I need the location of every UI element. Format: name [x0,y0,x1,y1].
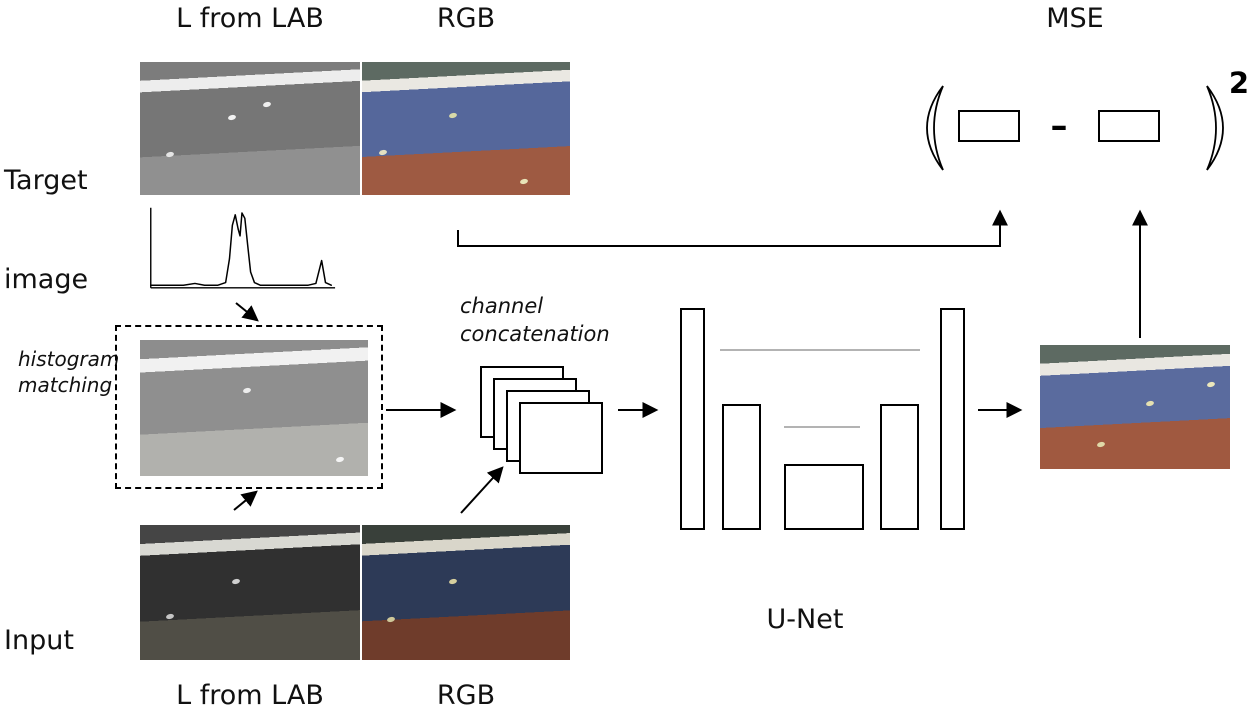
speckle [231,578,241,585]
mse-left-paren [926,85,944,171]
speckle [165,151,175,159]
mse-right-paren [1206,85,1224,171]
label-histogram-matching-line2: matching [18,373,113,397]
unet-encoder-bar-1 [680,308,705,530]
unet-decoder-bar-2 [880,404,919,530]
label-channel-concat-line1: channel [460,294,544,318]
speckle [335,456,345,463]
label-channel-concat-line2: concatenation [460,322,610,346]
channel-stack [480,366,605,478]
speckle [262,100,272,108]
input-rgb-image [362,525,570,660]
label-target-image-line2: image [4,264,89,295]
label-histogram-matching: histogram matching [18,346,119,398]
unet-decoder-bar-1 [940,308,965,530]
histogram-plot [145,206,337,294]
label-target-image: Target image [4,100,88,360]
matched-l-image [140,340,368,476]
label-l-from-lab-top: L from LAB [176,3,324,34]
speckle [227,114,237,122]
mse-target-box [1098,110,1160,142]
speckle [1145,399,1155,407]
speckle [378,148,388,156]
label-input-image: Input image [4,560,88,716]
label-channel-concatenation: channel concatenation [460,292,610,348]
mse-exponent: 2 [1228,66,1250,100]
label-target-image-line1: Target [4,165,88,196]
label-input-image-line1: Input [4,625,74,656]
unet-bottleneck [784,464,864,530]
label-rgb-top: RGB [436,3,496,34]
speckle [448,578,458,585]
label-mse: MSE [1046,3,1104,34]
label-l-from-lab-bottom: L from LAB [176,680,324,711]
speckle [242,386,252,394]
connector-target-rgb-to-mse [457,209,1008,247]
label-rgb-bottom: RGB [436,680,496,711]
speckle [519,178,529,185]
histogram-matching-box [115,325,383,489]
speckle [386,615,396,623]
input-l-image [140,525,360,660]
mse-prediction-box [958,110,1020,142]
arrow-input-to-matching [233,490,258,511]
target-l-image [140,62,360,195]
minus-sign: – [1050,106,1068,146]
label-histogram-matching-line1: histogram [18,347,120,371]
label-unet: U-Net [766,604,844,635]
histogram-curve [151,213,331,285]
speckle [448,111,458,119]
channel-stack-layer-4 [519,402,603,474]
arrow-histogram-to-matching [235,302,259,322]
speckle [1096,440,1106,448]
speckle [165,613,175,620]
target-rgb-image [362,62,570,195]
unet-encoder-bar-2 [722,404,761,530]
speckle [1206,381,1216,389]
output-image [1040,345,1230,469]
